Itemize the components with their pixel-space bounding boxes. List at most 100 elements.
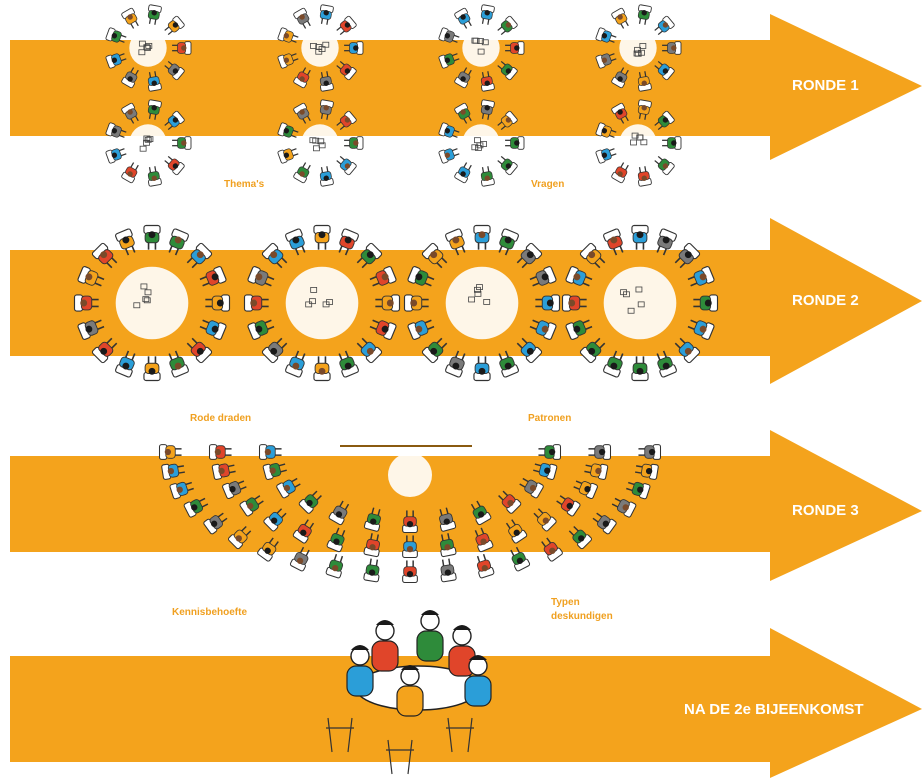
person-icon (325, 553, 344, 579)
person-icon (258, 444, 282, 460)
person-icon (480, 4, 495, 25)
person-icon (263, 508, 287, 532)
caption-themas: Thema's (224, 179, 265, 190)
person-icon (336, 110, 357, 131)
seated-person-icon (396, 665, 424, 717)
person-icon (168, 228, 189, 256)
person-icon (115, 228, 136, 256)
table-group (105, 4, 192, 92)
person-icon (573, 480, 598, 500)
person-icon (147, 166, 162, 187)
person-icon (328, 500, 350, 526)
person-icon (693, 294, 719, 312)
person-icon (205, 294, 231, 312)
person-icon (186, 242, 213, 269)
person-icon (438, 122, 460, 138)
person-icon (277, 122, 299, 138)
person-icon (121, 7, 139, 29)
person-icon (344, 136, 364, 150)
person-icon (222, 480, 247, 500)
person-icon (654, 155, 675, 176)
person-icon (313, 224, 331, 250)
person-icon (77, 266, 105, 287)
table-group (438, 4, 525, 92)
person-icon (454, 102, 472, 124)
person-icon (319, 99, 334, 120)
person-icon (637, 4, 652, 25)
caption-kennisbehoefte: Kennisbehoefte (172, 607, 248, 618)
person-icon (421, 337, 448, 364)
person-icon (480, 99, 495, 120)
person-icon (674, 242, 701, 269)
ronde-1-label: RONDE 1 (792, 77, 859, 94)
person-icon (319, 166, 334, 187)
person-icon (454, 162, 472, 184)
person-icon (440, 558, 457, 583)
person-icon (121, 67, 139, 89)
arrow-ronde-3 (10, 430, 922, 581)
person-icon (105, 122, 127, 138)
person-icon (363, 507, 381, 532)
person-icon (438, 27, 460, 43)
person-icon (285, 228, 306, 256)
person-icon (338, 228, 359, 256)
person-icon (637, 71, 652, 92)
person-icon (91, 337, 118, 364)
person-icon (533, 462, 558, 480)
person-icon (293, 67, 311, 89)
person-icon (568, 525, 592, 550)
person-icon (402, 560, 418, 584)
person-icon (239, 495, 264, 517)
person-icon (445, 228, 466, 256)
person-icon (445, 350, 466, 378)
person-icon (228, 525, 252, 550)
person-icon (516, 242, 543, 269)
person-icon (438, 148, 460, 164)
person-icon (588, 444, 612, 460)
person-icon (293, 7, 311, 29)
person-icon (402, 535, 418, 559)
seated-person-icon (346, 645, 374, 697)
person-icon (565, 266, 593, 287)
person-icon (611, 102, 629, 124)
person-icon (338, 350, 359, 378)
person-icon (579, 337, 606, 364)
person-icon (247, 319, 275, 340)
person-icon (211, 463, 236, 480)
person-icon (656, 350, 677, 378)
person-icon (510, 546, 531, 572)
person-icon (497, 110, 518, 131)
person-icon (186, 337, 213, 364)
person-icon (199, 266, 227, 287)
person-icon (73, 294, 99, 312)
person-icon (369, 319, 397, 340)
person-icon (421, 242, 448, 269)
person-icon (293, 162, 311, 184)
person-icon (654, 60, 675, 81)
person-icon (662, 136, 682, 150)
person-icon (497, 155, 518, 176)
person-icon (143, 356, 161, 382)
table-group (438, 99, 525, 187)
person-icon (143, 224, 161, 250)
person-icon (529, 266, 557, 287)
person-icon (105, 148, 127, 164)
person-icon (674, 337, 701, 364)
person-icon (326, 527, 346, 553)
caption-patronen: Patronen (528, 413, 572, 424)
person-icon (403, 294, 429, 312)
table-group (105, 99, 192, 187)
person-icon (535, 294, 561, 312)
person-icon (505, 41, 525, 55)
person-icon (147, 4, 162, 25)
person-icon (541, 537, 563, 562)
arrow-na-de-2e-bijeenkomst (10, 628, 922, 778)
chair-icon (446, 717, 474, 753)
caption-typen-line1: Typen (551, 597, 580, 608)
person-icon (454, 67, 472, 89)
person-icon (595, 122, 617, 138)
person-icon (208, 444, 232, 460)
person-icon (505, 519, 528, 544)
person-icon (298, 490, 322, 514)
person-icon (183, 497, 209, 518)
